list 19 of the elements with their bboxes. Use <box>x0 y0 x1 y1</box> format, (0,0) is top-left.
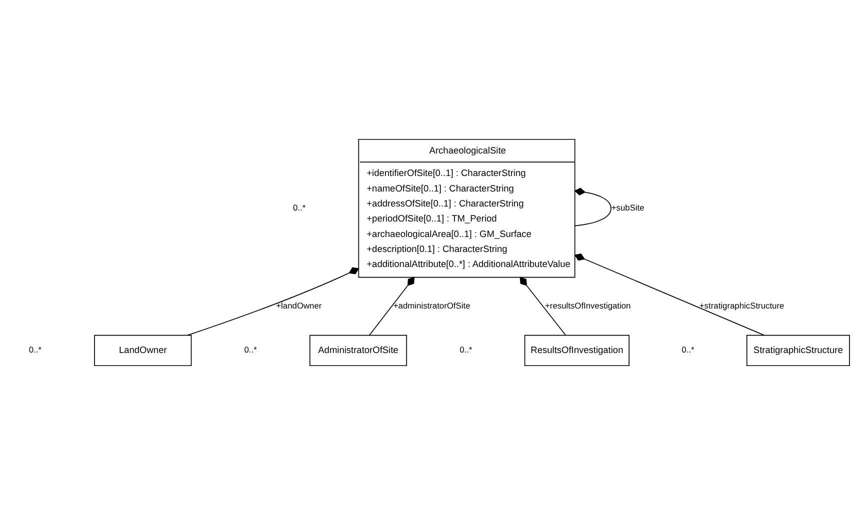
label: 0..* <box>682 344 694 355</box>
node-box: LandOwner <box>94 334 192 366</box>
node-box: AdministratorOfSite <box>309 334 408 366</box>
label: 0..* <box>244 344 257 355</box>
connector <box>574 188 612 226</box>
edge-label: +subSite <box>611 202 644 212</box>
connector <box>520 276 566 336</box>
connector <box>369 276 415 336</box>
edge-label: +administratorOfSite <box>393 300 470 310</box>
connector <box>186 267 360 336</box>
node-box: ResultsOfInvestigation <box>524 334 630 366</box>
label: 0..* <box>460 344 472 355</box>
edge-label: +resultsOfInvestigation <box>545 300 631 310</box>
connector <box>574 254 765 336</box>
edge-label: +landOwner <box>276 300 322 310</box>
label: 0..* <box>28 344 42 355</box>
label: 0..* <box>293 202 306 212</box>
edge-label: +stratigraphicStructure <box>699 300 784 310</box>
node-box: StratigraphicStructure <box>746 334 850 366</box>
